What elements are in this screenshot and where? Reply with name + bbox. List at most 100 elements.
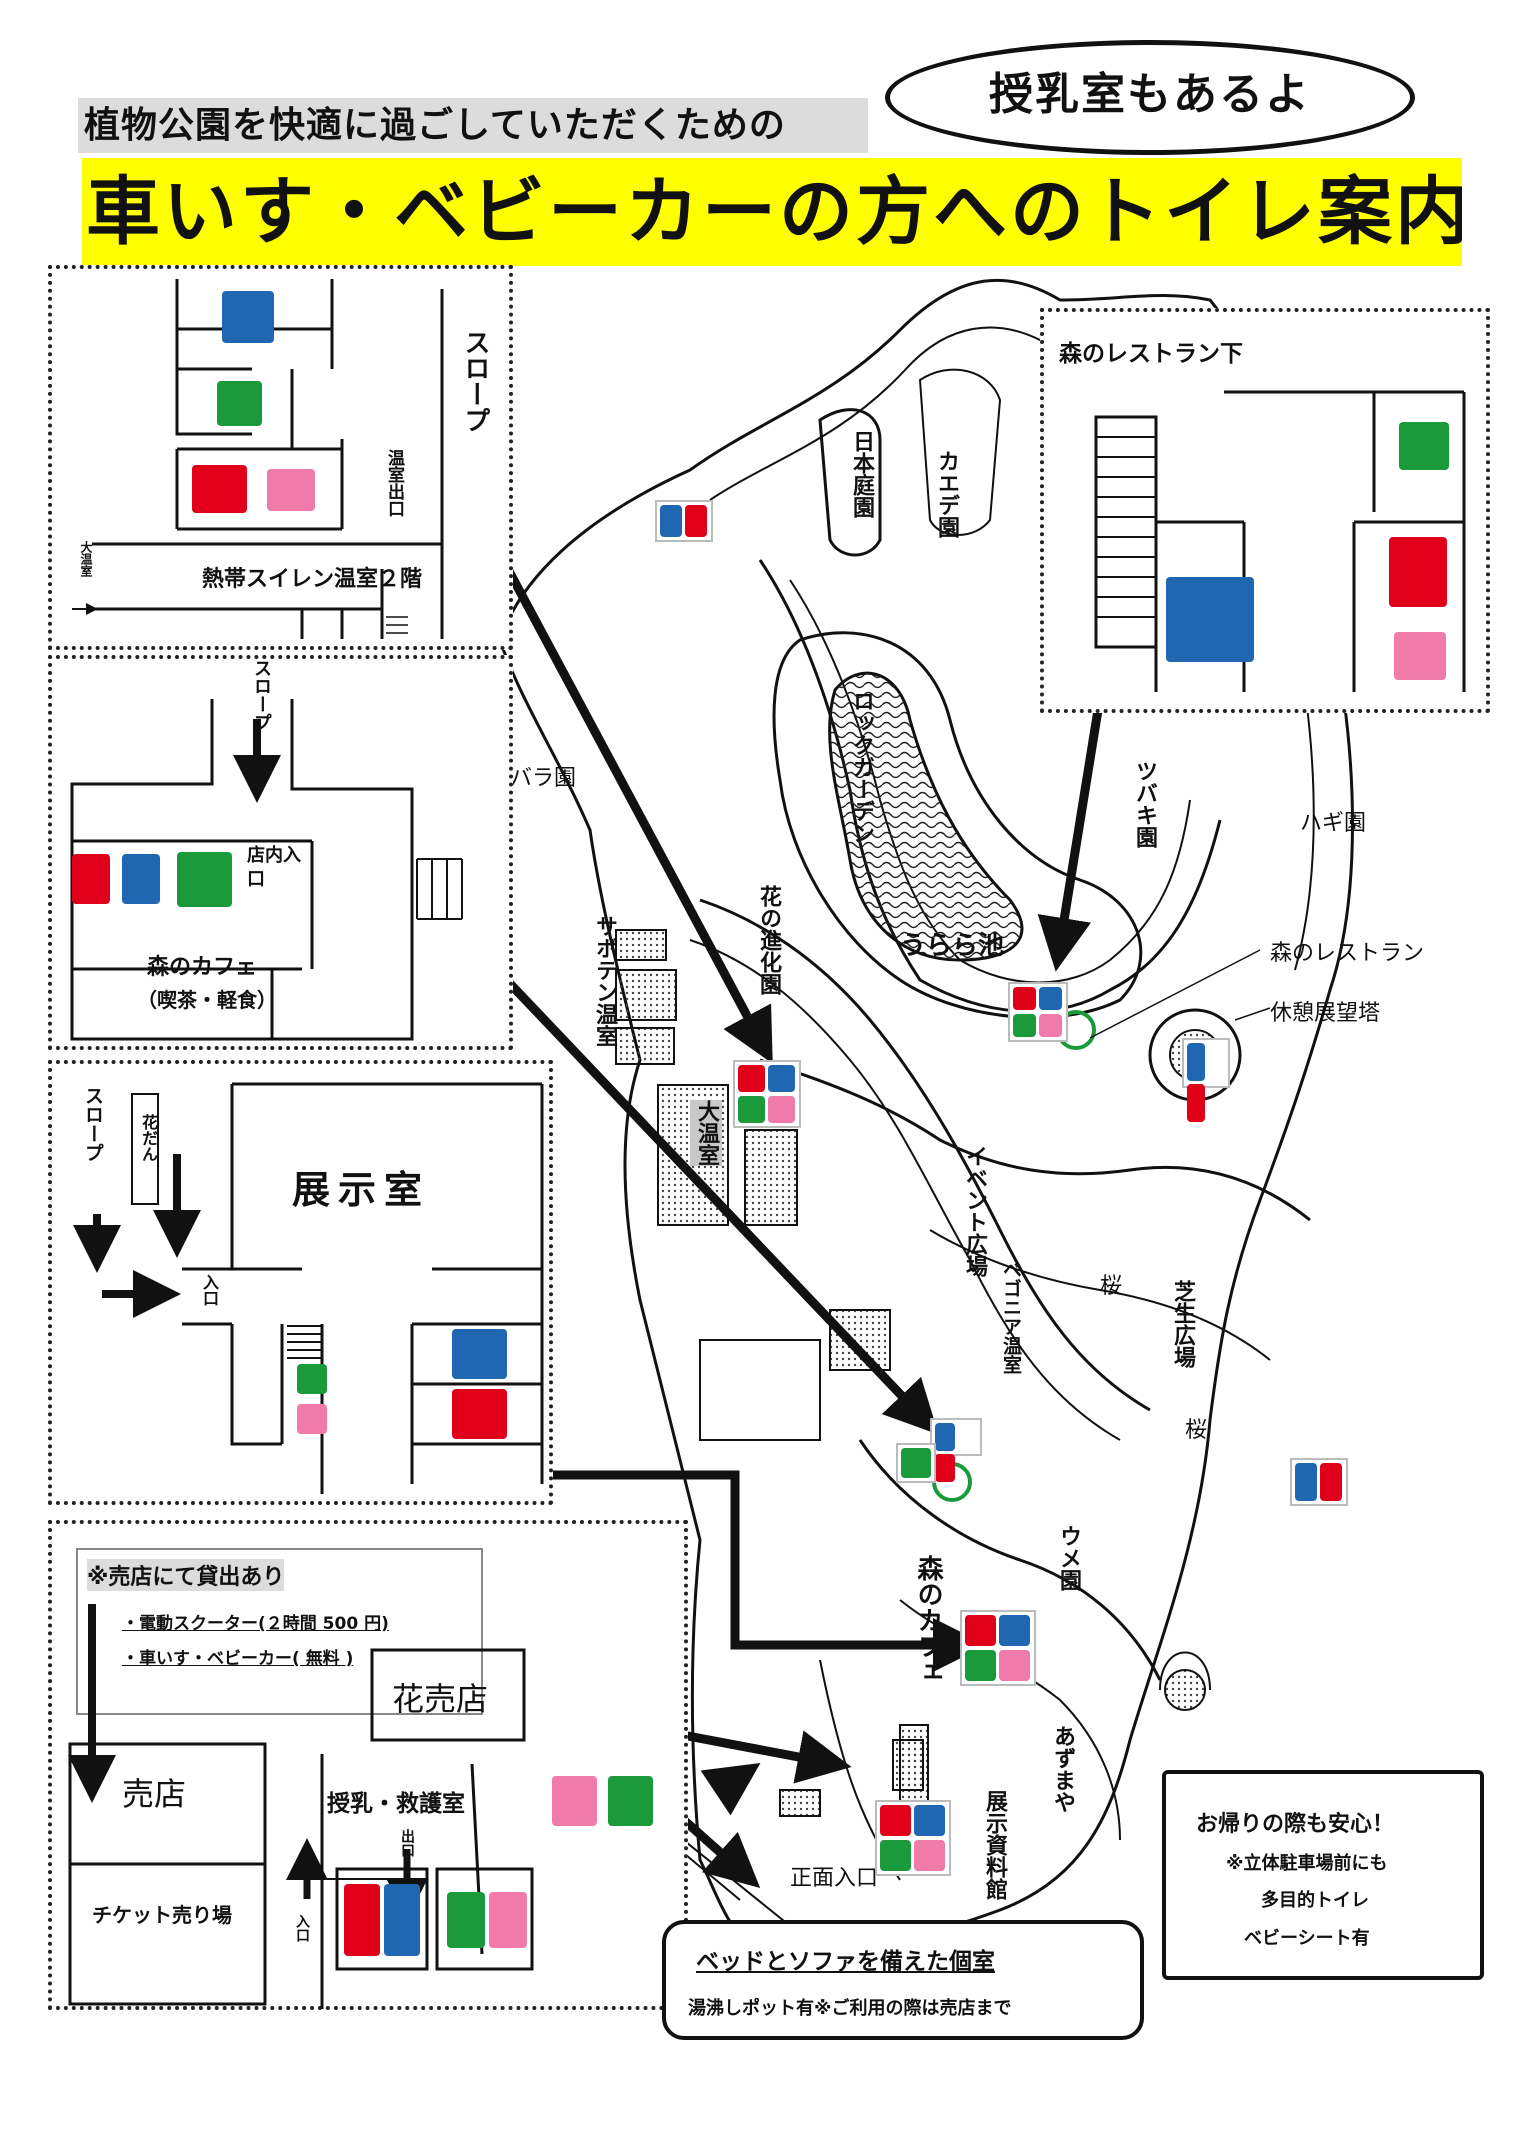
rock-garden-area	[828, 671, 1024, 962]
baby-bottle-icon	[552, 1776, 597, 1826]
label-sakura-2: 桜	[1185, 1418, 1208, 1443]
label-maple-garden: カエデ園	[934, 450, 959, 538]
male-toilet-icon	[122, 854, 160, 904]
wheelchair-icon	[1399, 422, 1449, 470]
private-room-note: ベッドとソファを備えた個室 湯沸しポット有※ご利用の際は売店まで	[662, 1920, 1144, 2040]
female-toilet-icon	[72, 854, 110, 904]
male-toilet-icon	[452, 1329, 507, 1379]
label-sakura-1: 桜	[1100, 1274, 1123, 1299]
return-note-line3: 多目的トイレ	[1261, 1890, 1369, 1911]
label-begonia-greenhouse: ベゴニア温室	[1000, 1260, 1022, 1374]
big-greenhouse-label: 大温室	[79, 541, 93, 577]
toilet-marker-lawn[interactable]	[1290, 1458, 1348, 1506]
inset-restaurant-basement: 森のレストラン下	[1040, 308, 1490, 713]
nursing-room-label: 授乳・救護室	[327, 1791, 465, 1817]
label-cactus-greenhouse: サボテン温室	[592, 915, 617, 1047]
wheelchair-icon	[177, 852, 232, 907]
cafe-entrance-label: 店内入口	[247, 845, 301, 890]
baby-changing-icon	[489, 1892, 527, 1948]
baby-changing-icon	[914, 1839, 945, 1871]
label-ume-garden: ウメ園	[1056, 1525, 1081, 1591]
label-evolution-garden: 花の進化園	[756, 885, 781, 995]
female-toilet-icon	[1389, 537, 1447, 607]
female-toilet-icon	[1013, 987, 1036, 1010]
label-big-greenhouse: 大温室	[690, 1100, 722, 1166]
label-japanese-garden: 日本庭園	[849, 430, 874, 518]
label-hagi-garden: ハギ園	[1300, 811, 1367, 836]
shop-label: 売店	[122, 1775, 187, 1813]
toilet-marker[interactable]	[655, 500, 713, 542]
female-toilet-icon	[1320, 1463, 1342, 1501]
cafe-sub-label: （喫茶・軽食）	[137, 988, 277, 1012]
page-subtitle: 植物公園を快適に過ごしていただくための	[78, 98, 868, 153]
label-forest-restaurant: 森のレストラン	[1270, 941, 1425, 966]
rental-item-scooter: ・電動スクーター(２時間 500 円)	[122, 1614, 389, 1634]
private-room-line1: ベッドとソファを備えた個室	[696, 1949, 995, 1975]
wheelchair-icon	[217, 381, 262, 426]
inset-greenhouse-2f: スロープ 温室出口 熱帯スイレン温室２階 大温室	[48, 265, 513, 650]
exhibit-slope-label: スロープ	[82, 1086, 104, 1162]
toilet-marker-gate[interactable]	[875, 1800, 951, 1876]
flowerbed-label: 花だん	[139, 1114, 158, 1162]
female-toilet-icon	[344, 1884, 380, 1956]
restaurant-basement-label: 森のレストラン下	[1059, 341, 1243, 367]
female-toilet-icon	[1187, 1084, 1205, 1122]
toilet-marker-begonia[interactable]	[930, 1418, 982, 1482]
cafe-name-label: 森のカフェ	[147, 955, 258, 980]
label-camellia-garden: ツバキ園	[1132, 760, 1157, 848]
ticket-label: チケット売り場	[92, 1903, 232, 1927]
male-toilet-icon	[935, 1423, 955, 1451]
male-toilet-icon	[222, 291, 274, 343]
greenhouse-2f-label: 熱帯スイレン温室２階	[202, 567, 423, 592]
baby-changing-icon	[267, 469, 315, 511]
return-note-line4: ベビーシート有	[1244, 1928, 1370, 1949]
wheelchair-icon	[901, 1448, 931, 1478]
wheelchair-icon	[880, 1839, 911, 1871]
male-toilet-icon	[999, 1615, 1030, 1646]
baby-changing-icon	[1039, 1013, 1062, 1037]
greenhouse-exit-label: 温室出口	[384, 449, 404, 517]
slope-label: スロープ	[460, 329, 490, 433]
toilet-marker-cafe[interactable]	[960, 1610, 1036, 1686]
label-azumaya: あずまや	[1050, 1725, 1075, 1813]
label-event-square: イベント広場	[962, 1145, 987, 1277]
shop-entrance-label: 入口	[294, 1914, 310, 1942]
flower-shop-label: 花売店	[392, 1680, 489, 1718]
first-aid-icon	[608, 1776, 653, 1826]
male-toilet-icon	[1187, 1043, 1205, 1081]
inset-shop: ※売店にて貸出あり ・電動スクーター(２時間 500 円) ・車いす・ベビーカー…	[48, 1520, 688, 2010]
toilet-marker-greenhouse[interactable]	[733, 1060, 801, 1128]
male-toilet-icon	[914, 1805, 945, 1836]
wheelchair-marker[interactable]	[896, 1443, 936, 1483]
label-observation-tower: 休憩展望塔	[1270, 1001, 1381, 1026]
wheelchair-icon	[1013, 1013, 1036, 1037]
female-toilet-icon	[935, 1454, 955, 1482]
label-urara-pond: うらら池	[900, 931, 1005, 961]
male-toilet-icon	[1295, 1463, 1317, 1501]
exhibit-room-label: 展示室	[292, 1168, 431, 1212]
toilet-marker-restaurant[interactable]	[1008, 982, 1068, 1042]
toilet-marker-tower[interactable]	[1182, 1038, 1230, 1122]
label-rock-garden: ロックガーデン	[849, 690, 874, 844]
female-toilet-icon	[738, 1065, 765, 1092]
baby-changing-icon	[768, 1095, 795, 1123]
female-toilet-icon	[192, 465, 247, 513]
baby-changing-icon	[999, 1649, 1030, 1681]
wheelchair-icon	[297, 1364, 327, 1394]
wheelchair-icon	[447, 1892, 485, 1948]
rental-item-wheelchair: ・車いす・ベビーカー( 無料 )	[122, 1649, 354, 1669]
return-note-line2: ※立体駐車場前にも	[1226, 1853, 1388, 1874]
female-toilet-icon	[452, 1389, 507, 1439]
female-toilet-icon	[880, 1805, 911, 1836]
label-exhibit-hall: 展示資料館	[982, 1790, 1007, 1900]
baby-changing-icon	[297, 1404, 327, 1434]
wheelchair-icon	[738, 1095, 765, 1123]
male-toilet-icon	[768, 1065, 795, 1092]
male-toilet-icon	[1166, 577, 1254, 662]
inset-exhibit-room: スロープ 花だん 入口 展示室	[48, 1060, 553, 1505]
female-toilet-icon	[965, 1615, 996, 1646]
return-note-line1: お帰りの際も安心！	[1196, 1812, 1395, 1837]
rental-title: ※売店にて貸出あり	[87, 1559, 285, 1591]
label-rose-garden: バラ園	[510, 766, 577, 791]
